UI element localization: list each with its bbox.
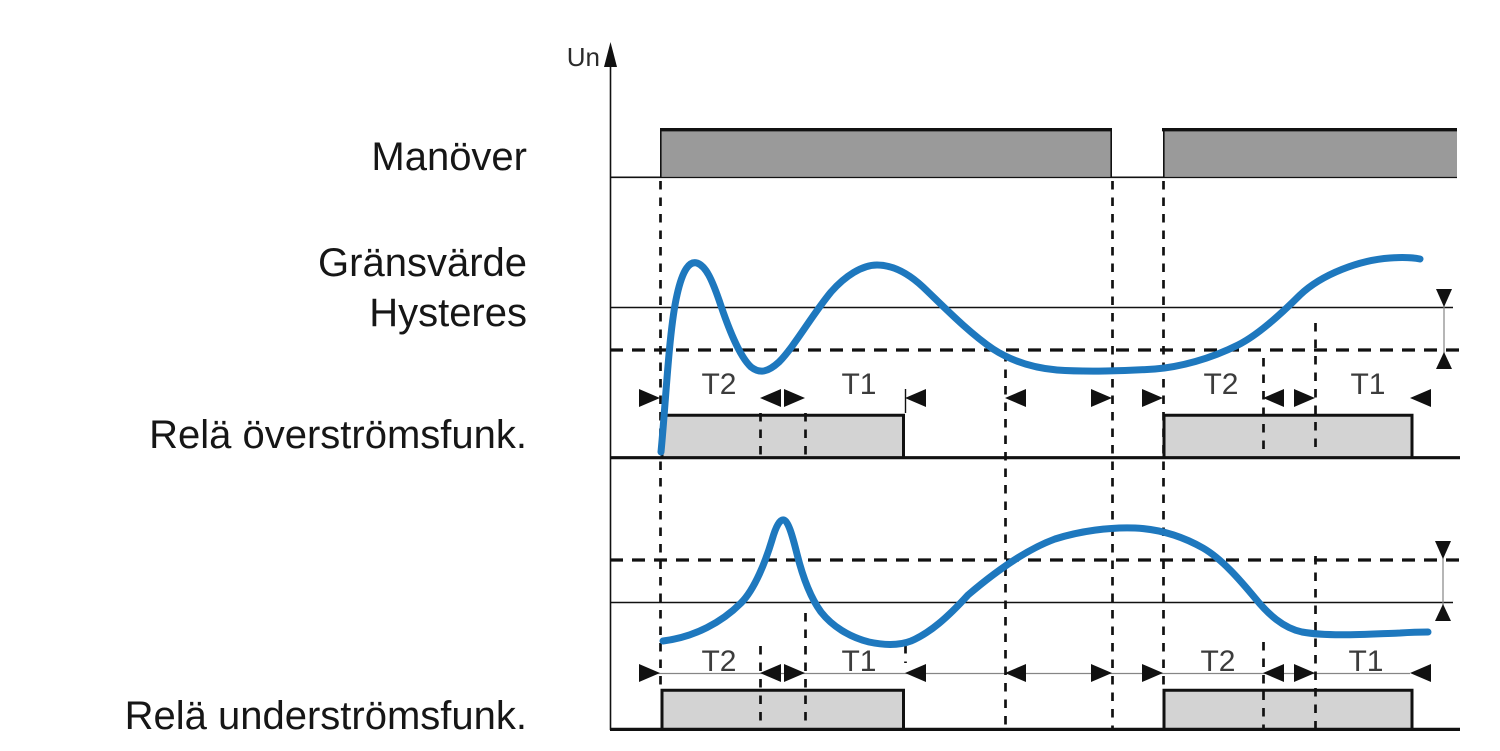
arrow-right-icon bbox=[1091, 664, 1112, 682]
undercurrent-relay-bars bbox=[662, 690, 1412, 729]
arrow-left-icon bbox=[760, 389, 781, 407]
interval-label-t1: T1 bbox=[1350, 368, 1385, 401]
interval-arrows-lower bbox=[639, 664, 1431, 682]
label-rela-understrom: Relä underströmsfunk. bbox=[125, 694, 527, 738]
arrow-left-icon bbox=[1005, 389, 1026, 407]
overcurrent-pulse-2 bbox=[1164, 415, 1412, 457]
overcurrent-curve bbox=[657, 254, 1424, 456]
row-labels: Manöver Gränsvärde Hysteres Relä överstr… bbox=[125, 135, 527, 738]
interval-label-t2: T2 bbox=[1203, 368, 1238, 401]
axis-label: Un bbox=[567, 42, 600, 72]
interval-label-t1: T1 bbox=[841, 368, 876, 401]
interval-arrows-upper bbox=[639, 389, 1431, 407]
analog-curves bbox=[657, 254, 1432, 648]
arrow-left-icon bbox=[1410, 389, 1431, 407]
overcurrent-pulse-1 bbox=[662, 415, 903, 457]
arrow-right-icon bbox=[1294, 664, 1315, 682]
arrow-left-icon bbox=[905, 389, 926, 407]
interval-label-t2: T2 bbox=[701, 645, 736, 678]
label-hysteres: Hysteres bbox=[369, 291, 527, 335]
arrow-right-icon bbox=[784, 389, 805, 407]
label-rela-overstrom: Relä överströmsfunk. bbox=[149, 413, 527, 457]
manover-signal-bars bbox=[661, 130, 1457, 176]
interval-labels: T2 T1 T2 T1 T2 T1 T2 T1 bbox=[701, 368, 1385, 678]
interval-label-t1: T1 bbox=[1348, 645, 1383, 678]
arrow-right-icon bbox=[784, 664, 805, 682]
arrow-right-icon bbox=[639, 389, 660, 407]
arrow-down-icon bbox=[1435, 541, 1451, 559]
label-manover: Manöver bbox=[371, 135, 527, 179]
undercurrent-pulse-2 bbox=[1164, 690, 1412, 729]
interval-label-t1: T1 bbox=[841, 645, 876, 678]
arrow-left-icon bbox=[1263, 389, 1284, 407]
manover-pulse-1 bbox=[661, 130, 1111, 176]
y-axis: Un bbox=[567, 42, 617, 730]
arrow-left-icon bbox=[1410, 664, 1431, 682]
undercurrent-pulse-1 bbox=[662, 690, 903, 729]
label-gransvarde: Gränsvärde bbox=[318, 241, 527, 285]
arrow-left-icon bbox=[1263, 664, 1284, 682]
interval-label-t2: T2 bbox=[701, 368, 736, 401]
axis-arrow-icon bbox=[604, 42, 617, 67]
arrow-up-icon bbox=[1435, 604, 1451, 621]
reference-lines bbox=[610, 176, 1464, 731]
signal-bar-borders bbox=[659, 127, 1457, 729]
arrow-up-icon bbox=[1436, 352, 1452, 369]
arrow-right-icon bbox=[1294, 389, 1315, 407]
arrow-down-icon bbox=[1436, 289, 1452, 307]
undercurrent-curve bbox=[659, 516, 1432, 648]
hysteresis-span-upper bbox=[1436, 289, 1452, 369]
arrow-right-icon bbox=[639, 664, 660, 682]
arrow-right-icon bbox=[1142, 389, 1163, 407]
arrow-left-icon bbox=[760, 664, 781, 682]
manover-pulse-2 bbox=[1163, 130, 1457, 176]
arrow-left-icon bbox=[1005, 664, 1026, 682]
interval-label-t2: T2 bbox=[1200, 645, 1235, 678]
hysteresis-span-lower bbox=[1435, 541, 1451, 621]
arrow-right-icon bbox=[1142, 664, 1163, 682]
arrow-right-icon bbox=[1091, 389, 1112, 407]
overcurrent-relay-bars bbox=[662, 415, 1412, 457]
arrow-left-icon bbox=[905, 664, 926, 682]
